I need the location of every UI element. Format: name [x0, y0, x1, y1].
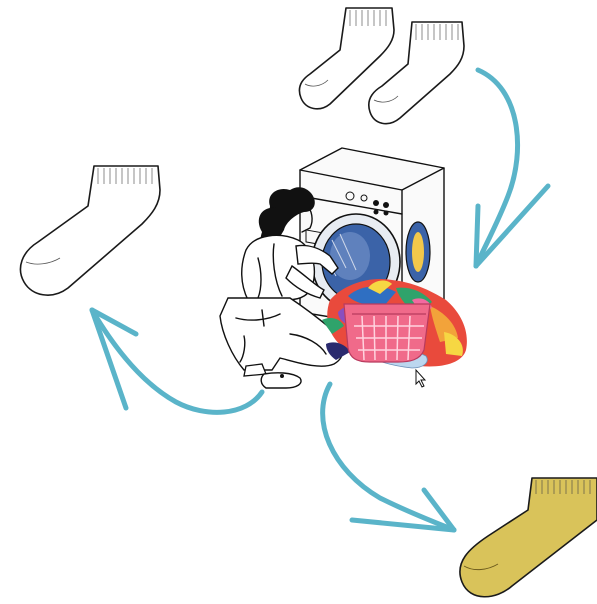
cycle-arrows: [89, 67, 551, 533]
white-sock-back-icon: [298, 7, 395, 110]
mouse-cursor-icon: [415, 368, 427, 388]
woman-at-washing-machine-icon: [219, 187, 344, 389]
laundry-basket-icon: [343, 303, 431, 363]
yellow-dirty-sock-icon: [459, 477, 597, 598]
single-white-sock-icon: [19, 165, 161, 296]
white-sock-front-icon: [367, 21, 465, 125]
cycle-arrow-icon: [320, 381, 457, 533]
cycle-arrow-icon: [473, 67, 551, 269]
cycle-arrow-icon: [89, 307, 265, 415]
dial-icon: [345, 191, 355, 201]
machine-side-window-icon: [405, 221, 431, 283]
clean-sock-pair-icon: [298, 7, 465, 125]
